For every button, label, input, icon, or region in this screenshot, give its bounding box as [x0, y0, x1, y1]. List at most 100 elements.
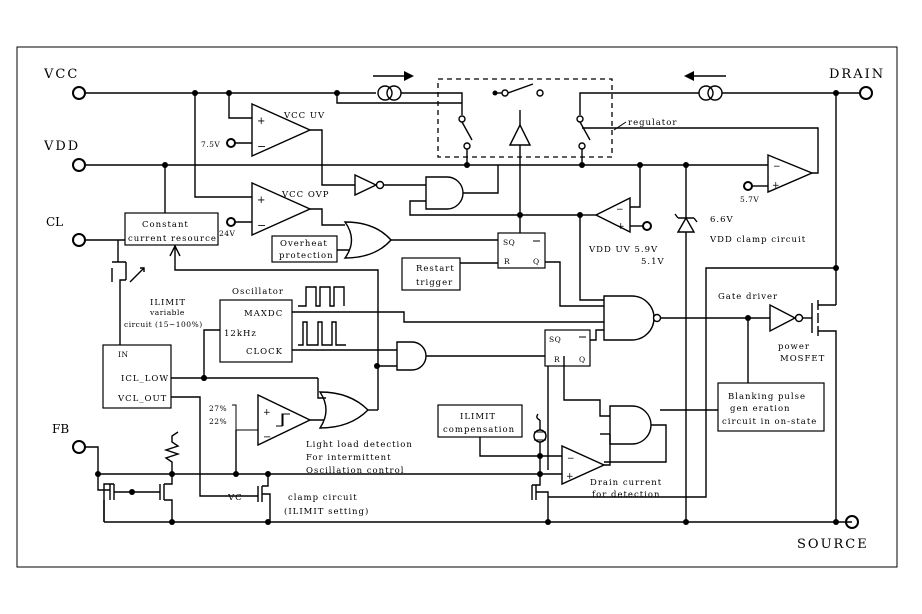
- minus-sign: −: [616, 205, 624, 215]
- minus-sign: −: [773, 162, 781, 172]
- plus-sign: +: [263, 408, 271, 418]
- variable-arrow: [129, 267, 145, 283]
- wire: [409, 200, 580, 216]
- latch-q-label: Q: [579, 355, 586, 364]
- latch-r-label: R: [504, 257, 510, 266]
- zener-diode: [676, 216, 696, 233]
- overheat-label: protection: [279, 251, 334, 261]
- vdd-pin: [72, 158, 86, 172]
- ilimit-in-box: [102, 344, 172, 409]
- restart-trigger-box: [401, 257, 461, 291]
- wire: [563, 356, 610, 417]
- source-rail: [103, 500, 852, 523]
- switch-contact: [463, 142, 471, 150]
- wire: [463, 165, 499, 194]
- junction-dot: [683, 519, 689, 525]
- ref-5-7v: 5.7V: [740, 195, 759, 204]
- light-load-comparator: [257, 393, 312, 447]
- or-gate: [343, 221, 392, 259]
- switch-contact: [536, 89, 544, 97]
- vdd-uv-comparator: [594, 196, 631, 234]
- wire: [119, 279, 126, 345]
- detect-mosfet: [531, 474, 549, 522]
- fb-line: [85, 446, 540, 475]
- or-gate: [318, 391, 369, 429]
- minus-sign: −: [263, 432, 271, 443]
- osc-12khz: 12kHz: [224, 329, 257, 339]
- maxdc-waveform: [298, 286, 345, 307]
- clock-waveform: [298, 321, 346, 346]
- current-source-icon: [698, 85, 714, 101]
- light-load-label: Oscillation control: [306, 466, 404, 476]
- sr-latch: [544, 329, 591, 367]
- vcc-ovp-comparator: [251, 181, 312, 237]
- regulator-label: regulator: [628, 118, 677, 128]
- wire: [545, 261, 604, 307]
- vdd-clamp-label: VDD clamp circuit: [709, 235, 806, 245]
- constant-current-label: current resource: [128, 234, 217, 244]
- overheat-box: [271, 235, 338, 263]
- plus-sign: +: [257, 116, 265, 127]
- gate-driver-label: Gate driver: [718, 292, 778, 302]
- junction-dot: [201, 375, 207, 381]
- source-pin-label: SOURCE: [797, 537, 869, 552]
- osc-maxdc: MAXDC: [244, 309, 283, 319]
- clamp-mosfet: [257, 474, 271, 522]
- cl-pin: [72, 233, 86, 247]
- drain-current-comparator: [561, 444, 606, 486]
- wire: [336, 93, 462, 104]
- vcl-out-label: VCL_OUT: [117, 394, 167, 404]
- and-gate: [609, 405, 652, 445]
- gate-driver: [769, 303, 797, 333]
- power-mosfet-label: power: [778, 342, 810, 352]
- zener-bar: [674, 213, 698, 223]
- oscillator-box: [219, 299, 293, 363]
- minus-sign: −: [257, 219, 266, 232]
- and-gate: [425, 176, 464, 210]
- switch-contact: [576, 115, 584, 123]
- wire: [292, 311, 604, 323]
- ref-source: [743, 181, 753, 191]
- pct-22: 22%: [209, 417, 227, 426]
- ref-source: [226, 138, 236, 148]
- nand-gate: [603, 295, 655, 341]
- latch-s-label: SQ: [503, 238, 515, 247]
- inverter: [354, 173, 378, 197]
- ilimit-comp-label: ILIMIT: [460, 412, 496, 422]
- zener-6-6v: 6.6V: [710, 215, 734, 225]
- latch-q-label: Q: [533, 257, 540, 266]
- clamp-label: (ILIMIT setting): [284, 506, 369, 517]
- power-mosfet-label: MOSFET: [780, 354, 825, 364]
- clamp-label: clamp circuit: [288, 493, 358, 503]
- arrow-up-icon: [169, 244, 181, 257]
- wire: [479, 437, 562, 457]
- plus-sign: +: [257, 195, 265, 206]
- junction-dot: [169, 519, 175, 525]
- wire: [604, 434, 611, 466]
- wire: [310, 208, 345, 226]
- switch-top: [507, 83, 534, 94]
- and-gate: [396, 341, 427, 371]
- cl-pin-label: CL: [46, 215, 63, 229]
- vc-label: VC: [227, 493, 243, 503]
- ilimit-compensation-box: [437, 404, 523, 438]
- regulator-pointer: [613, 121, 627, 131]
- current-source-lines: [534, 431, 546, 441]
- wire: [310, 129, 355, 186]
- latch-s-label: SQ: [549, 335, 561, 344]
- vcc-pin-label: VCC: [43, 67, 79, 82]
- minus-sign: −: [567, 454, 575, 464]
- arrow-left-icon: [684, 71, 694, 81]
- wire: [604, 424, 667, 463]
- plus-sign: +: [617, 222, 625, 232]
- restart-label: trigger: [416, 278, 453, 288]
- current-source-icon: [707, 85, 723, 101]
- fb-resistor: [163, 431, 181, 474]
- nand-bubble: [652, 313, 662, 323]
- vcc-ovp-label: VCC OVP: [281, 190, 330, 200]
- blanking-label: gen eration: [730, 404, 791, 414]
- wire: [579, 92, 699, 115]
- overheat-label: Overheat: [280, 239, 328, 249]
- ref-24v: 24V: [219, 229, 236, 238]
